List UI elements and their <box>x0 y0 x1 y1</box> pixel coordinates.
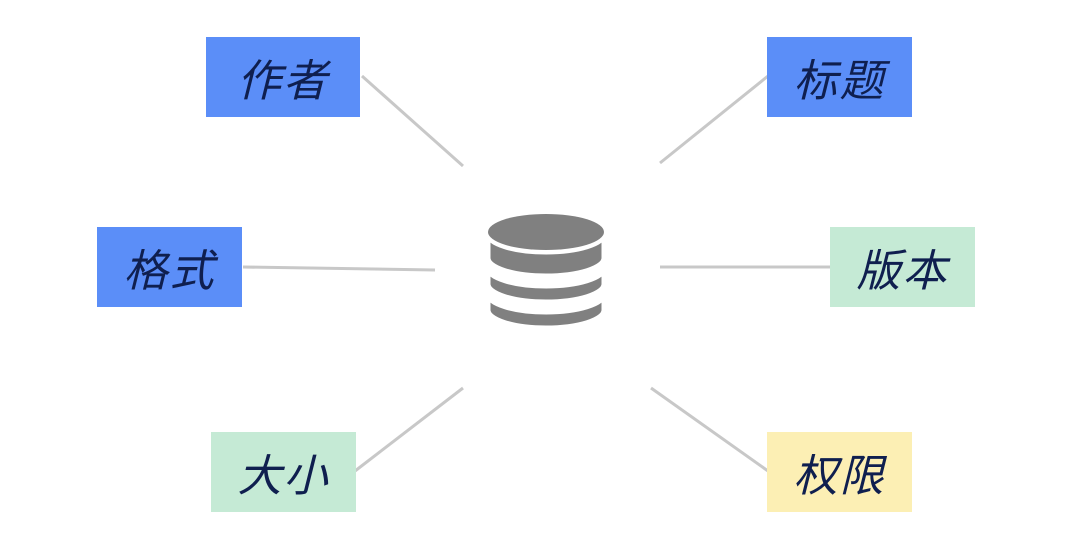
connector-format <box>242 265 436 272</box>
node-size: 大小 <box>211 432 356 512</box>
node-author: 作者 <box>206 37 360 117</box>
node-permission-label: 权限 <box>793 451 886 502</box>
connector-title <box>659 74 769 165</box>
node-title: 标题 <box>767 37 912 117</box>
node-size-label: 大小 <box>237 451 330 502</box>
node-version: 版本 <box>830 227 975 307</box>
node-version-label: 版本 <box>856 246 949 297</box>
node-format: 格式 <box>97 227 242 307</box>
database-icon <box>485 214 607 331</box>
node-permission: 权限 <box>767 432 912 512</box>
connector-permission <box>650 386 769 473</box>
connector-author <box>361 74 464 168</box>
connector-size <box>354 386 464 473</box>
node-title-label: 标题 <box>793 56 886 107</box>
node-author-label: 作者 <box>237 56 329 107</box>
node-format-label: 格式 <box>123 246 216 297</box>
